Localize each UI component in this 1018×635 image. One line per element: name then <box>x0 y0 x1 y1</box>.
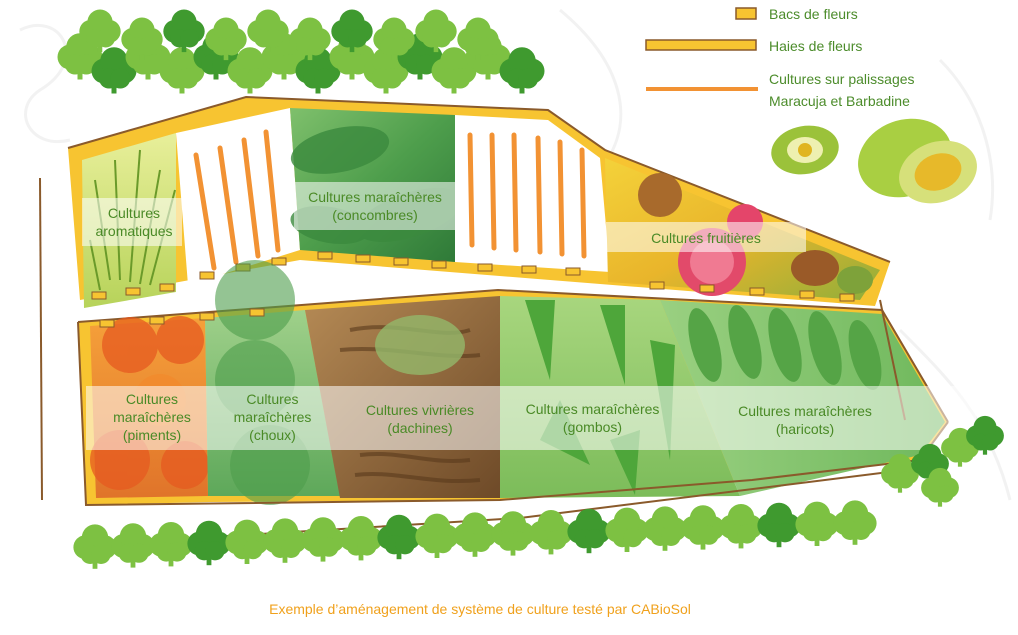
label-dasheen: Cultures vivrières (dachines) <box>340 401 500 437</box>
barbadine-fruit-icon <box>858 118 977 204</box>
label-pepper: Cultures maraîchères (piments) <box>96 390 208 444</box>
tree-icon <box>121 17 163 61</box>
label-cucumber-line2: (concombres) <box>332 207 418 223</box>
tree-row-right <box>881 415 1004 507</box>
tree-icon <box>263 518 307 563</box>
tree-icon <box>643 506 687 551</box>
tree-icon <box>377 514 421 560</box>
tree-icon <box>719 504 763 549</box>
label-aromatic-line1: Cultures <box>107 205 161 221</box>
label-beans: Cultures maraîchères (haricots) <box>715 402 895 438</box>
label-cabbage-line2: maraîchères <box>233 409 312 425</box>
passion-fruit-icon <box>771 125 839 175</box>
tree-row-top <box>57 9 545 94</box>
label-pepper-line1: Cultures <box>125 391 179 407</box>
tree-icon <box>567 508 611 554</box>
tree-icon <box>73 524 117 569</box>
tree-icon <box>499 47 545 94</box>
tree-icon <box>457 17 499 61</box>
label-fruit-line1: Cultures fruitières <box>651 230 761 246</box>
label-dasheen-line1: Cultures vivrières <box>365 402 475 418</box>
tree-icon <box>453 512 497 557</box>
tree-icon <box>966 415 1004 455</box>
legend-hedge-swatch <box>645 39 757 51</box>
caption: Exemple d’aménagement de système de cult… <box>269 601 691 617</box>
tree-icon <box>247 9 289 53</box>
label-pepper-line3: (piments) <box>122 427 182 443</box>
tree-icon <box>227 47 273 94</box>
label-cabbage-line3: (choux) <box>249 427 296 443</box>
tree-icon <box>833 500 877 545</box>
label-aromatic: Cultures aromatiques <box>80 204 188 240</box>
tree-icon <box>111 523 155 568</box>
tree-icon <box>261 33 307 80</box>
dasheen-leaf <box>375 315 465 375</box>
tree-icon <box>795 501 839 546</box>
tree-icon <box>681 505 725 550</box>
trellis-lines-1 <box>193 129 281 271</box>
top-border <box>67 95 891 263</box>
tree-icon <box>605 507 649 552</box>
legend-flower-box-swatch <box>735 7 757 20</box>
flower-boxes-bottom <box>99 308 265 328</box>
legend-trellis-line1: Cultures sur palissages <box>769 71 915 87</box>
tree-icon <box>301 517 345 562</box>
tree-icon <box>225 519 269 564</box>
tree-icon <box>373 17 415 61</box>
tree-icon <box>529 510 573 555</box>
label-dasheen-line2: (dachines) <box>387 420 453 436</box>
tree-icon <box>415 513 459 558</box>
tree-icon <box>757 502 801 548</box>
tree-icon <box>205 17 247 61</box>
tree-icon <box>163 9 205 53</box>
tree-row-bottom <box>73 500 877 569</box>
label-aromatic-line2: aromatiques <box>95 223 173 239</box>
label-okra: Cultures maraîchères (gombos) <box>505 400 680 436</box>
tree-icon <box>415 9 457 53</box>
label-okra-line1: Cultures maraîchères <box>525 401 660 417</box>
tree-icon <box>921 467 959 507</box>
label-cucumber-line1: Cultures maraîchères <box>308 189 442 205</box>
tree-icon <box>79 9 121 53</box>
label-fruit: Cultures fruitières <box>606 229 806 247</box>
tree-icon <box>149 522 193 567</box>
tree-icon <box>289 17 331 61</box>
legend-flower-boxes: Bacs de fleurs <box>769 6 858 22</box>
label-pepper-line2: maraîchères <box>113 409 191 425</box>
trellis-lines-2 <box>467 132 587 259</box>
tree-icon <box>431 47 477 94</box>
tree-icon <box>339 516 383 561</box>
label-beans-line1: Cultures maraîchères <box>738 403 872 419</box>
tree-icon <box>91 47 137 94</box>
tree-icon <box>491 511 535 556</box>
label-cabbage-line1: Cultures <box>246 391 299 407</box>
label-cabbage: Cultures maraîchères (choux) <box>215 390 330 444</box>
legend-flower-hedges: Haies de fleurs <box>769 38 863 54</box>
tree-icon <box>187 520 231 566</box>
tree-icon <box>57 33 103 80</box>
bean-pods <box>688 305 882 390</box>
tree-icon <box>331 9 373 53</box>
label-strips <box>82 182 976 450</box>
flower-boxes-top <box>91 251 855 302</box>
legend-trellis-line2: Maracuja et Barbadine <box>769 93 910 109</box>
label-beans-line2: (haricots) <box>775 421 835 437</box>
label-okra-line2: (gombos) <box>562 419 623 435</box>
label-cucumber: Cultures maraîchères (concombres) <box>294 188 456 224</box>
